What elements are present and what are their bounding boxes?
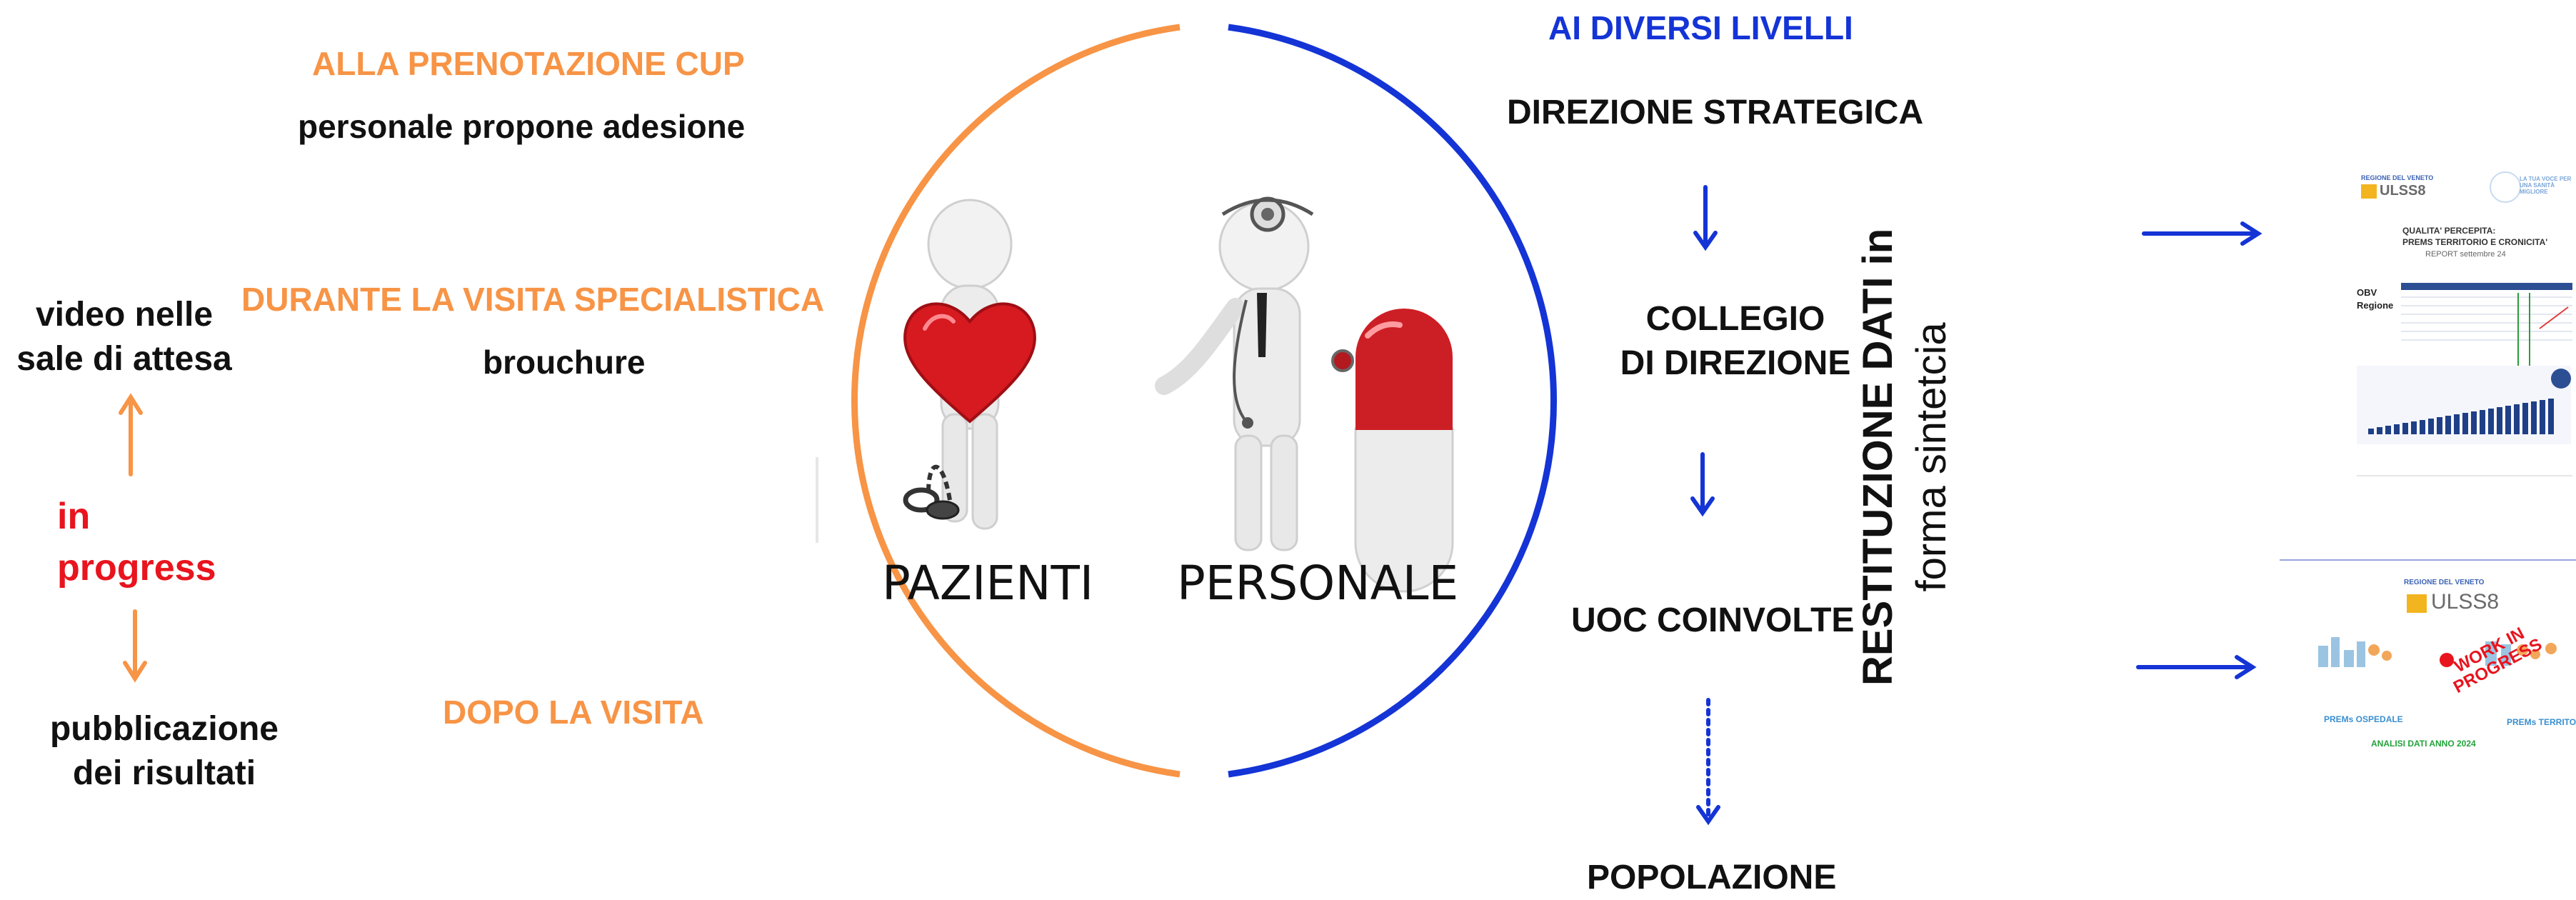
level-population: POPOLAZIONE	[1587, 859, 1837, 896]
booking-heading: ALLA PRENOTAZIONE CUP	[312, 45, 745, 82]
level-strategic-direction: DIREZIONE STRATEGICA	[1507, 94, 1924, 131]
photo-credit-mark	[816, 457, 818, 543]
video-text-line1: video nelle	[35, 296, 214, 334]
levels-heading: AI DIVERSI LIVELLI	[1548, 9, 1853, 46]
report1-badge-icon	[2490, 171, 2521, 203]
report1-regione: Regione	[2357, 300, 2394, 311]
patient-figure	[903, 199, 1036, 530]
arrow-up-icon	[119, 393, 143, 476]
report2-illustration	[2318, 637, 2557, 667]
in-progress-line1: in	[57, 496, 91, 537]
dotted-arrow-down-icon	[1696, 698, 1720, 826]
level-direction-board-line2: DI DIREZIONE	[1620, 344, 1851, 383]
arrow-right-icon	[2136, 655, 2257, 679]
arrow-down-icon	[123, 609, 147, 683]
restitution-title: RESTITUZIONE DATI in forma sintetcia	[1851, 229, 1959, 686]
report1-title2: PREMS TERRITORIO E CRONICITA'	[2402, 237, 2548, 247]
report2-logo-icon	[2407, 594, 2427, 613]
level-direction-board-line1: COLLEGIO	[1645, 300, 1825, 338]
video-text: video nelle sale di attesa	[10, 293, 239, 382]
booking-text: personale propone adesione	[298, 108, 746, 145]
staff-figure	[1155, 196, 1314, 551]
arrow-down-icon	[1690, 452, 1715, 517]
publication-line1: pubblicazione	[49, 710, 279, 748]
level-involved-units: UOC COINVOLTE	[1571, 601, 1855, 639]
orange-half-circle	[851, 24, 1181, 778]
arrow-right-icon	[2142, 221, 2262, 246]
visit-heading: DURANTE LA VISITA SPECIALISTICA	[241, 281, 825, 318]
report2-footer: ANALISI DATI ANNO 2024	[2371, 739, 2476, 749]
report1-title1: QUALITA' PERCEPITA:	[2402, 226, 2496, 236]
arrow-down-icon	[1693, 185, 1718, 251]
report-thumbnail-2[interactable]: REGIONE DEL VENETO ULSS8 WORK IN PROGRES…	[2308, 566, 2576, 773]
report1-content	[2357, 283, 2572, 476]
patients-label: PAZIENTI	[882, 556, 1094, 611]
video-text-line2: sale di attesa	[16, 340, 232, 379]
report-thumbnail-1[interactable]: REGIONE DEL VENETO ULSS8 LA TUA VOCE PER…	[2347, 164, 2576, 493]
report1-region: REGIONE DEL VENETO	[2361, 174, 2434, 181]
report2-region: REGIONE DEL VENETO	[2404, 579, 2485, 586]
report1-logo-icon	[2361, 184, 2377, 199]
restitution-line1: RESTITUZIONE DATI in	[1855, 228, 1901, 686]
visit-text: brouchure	[483, 344, 646, 381]
publication-line2: dei risultati	[72, 754, 256, 793]
level-direction-board: COLLEGIO DI DIREZIONE	[1607, 297, 1864, 386]
staff-label: PERSONALE	[1177, 556, 1459, 611]
report2-label-left: PREMs OSPEDALE	[2324, 714, 2403, 724]
report1-org: ULSS8	[2380, 183, 2426, 199]
report1-tagline: LA TUA VOCE PER UNA SANITÀ MIGLIORE	[2520, 176, 2572, 195]
publication-text: pubblicazione dei risultati	[29, 707, 300, 796]
report1-subtitle: REPORT settembre 24	[2425, 250, 2506, 259]
pill-icon	[1331, 309, 1454, 593]
in-progress-line2: progress	[57, 546, 216, 589]
report1-obv: OBV	[2357, 287, 2377, 298]
blue-half-circle	[1228, 24, 1558, 778]
restitution-line2: forma sintetcia	[1908, 322, 1955, 592]
report2-label-right: PREMs TERRITO	[2507, 717, 2576, 727]
in-progress-label: in progress	[57, 491, 216, 594]
after-heading: DOPO LA VISITA	[443, 694, 704, 731]
report2-org: ULSS8	[2431, 590, 2500, 614]
